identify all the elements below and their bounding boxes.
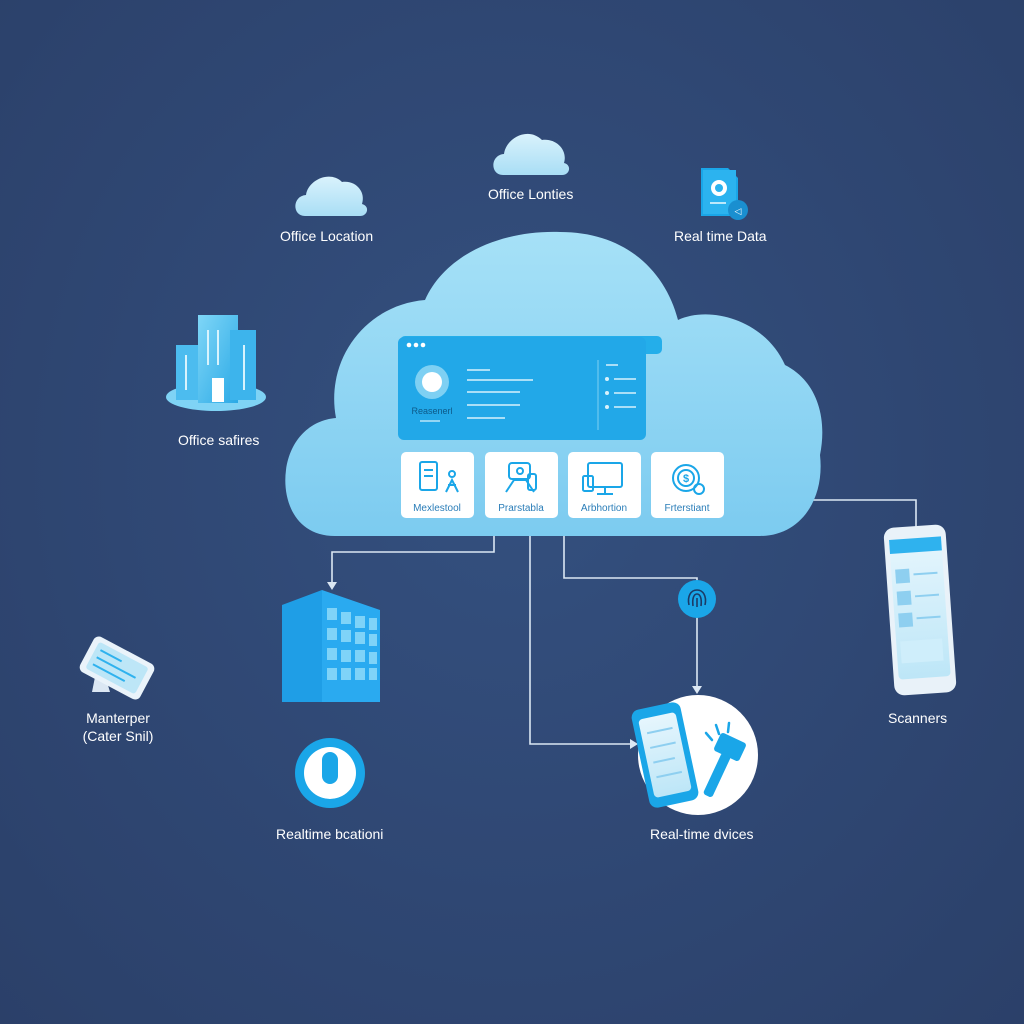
tile-3 [568,452,641,518]
tile-4: $ [651,452,724,518]
maintenance-tablet-icon [79,636,155,700]
label-maintenance-line2: (Cater Snil) [82,728,154,744]
currency-icon [672,464,705,495]
label-office-contacts: Office Lonties [488,186,574,202]
svg-text:◁: ◁ [735,206,742,216]
tile-label-4: Frterstiant [664,503,709,514]
connector-to-realtime-devices [529,535,632,745]
tablet-person-icon [419,461,459,493]
office-building-icon [282,590,380,702]
tile-1 [401,452,474,518]
connector-to-office-building [331,535,495,582]
cloud-icon-office-contacts [493,133,570,175]
office-sites-buildings-icon [166,315,266,411]
label-office-sites: Office safires [178,432,260,448]
monitor-icon [582,462,623,495]
document-icon-realtime-data: ◁ [701,168,748,220]
connector-to-scanners [806,499,917,530]
label-scanners: Scanners [888,710,948,726]
tile-2 [485,452,558,518]
tile-label-1: Mexlestool [413,503,461,514]
panel-caption: Reasenerl [411,406,452,416]
tools-icon [505,462,537,493]
cloud-icon-office-location [295,176,368,216]
scanner-phone-icon [883,524,957,696]
connector-to-fingerprint [563,535,698,690]
arrow-office-building [327,582,337,590]
microphone-icon [295,738,365,808]
dashboard-panel [398,336,662,440]
label-realtime-location: Realtime bcationi [276,826,384,842]
realtime-devices-icon [631,695,758,815]
fingerprint-icon [678,580,716,618]
arrow-fingerprint-down [692,686,702,694]
connector-lines [331,499,917,745]
label-realtime-devices: Real-time dvices [650,826,754,842]
tile-label-2: Prarstabla [498,503,544,514]
arrow-realtime-devices [630,739,638,749]
tile-label-3: Arbhortion [581,503,627,514]
label-realtime-data: Real time Data [674,228,767,244]
label-maintenance-line1: Manterper [86,710,150,726]
svg-text:$: $ [683,473,689,485]
label-office-location: Office Location [280,228,374,244]
